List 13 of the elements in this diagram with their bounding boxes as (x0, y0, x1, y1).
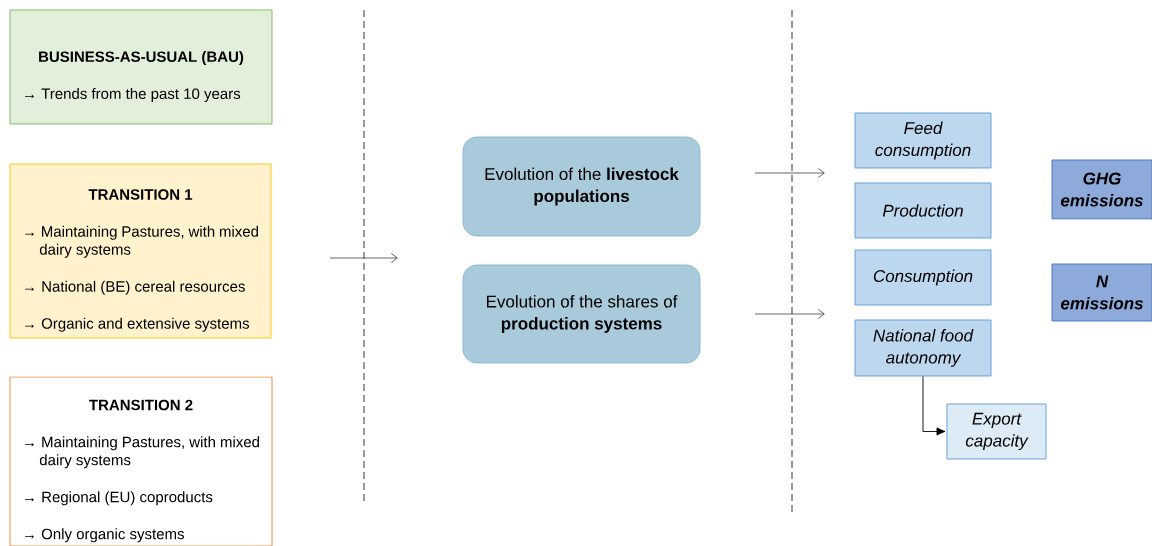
scenario-box: BUSINESS-AS-USUAL (BAU) → Trends from the past 10 years (9, 9, 273, 125)
emission-box: GHG emissions (1051, 159, 1152, 220)
indicator-box: Feed consumption (854, 112, 992, 169)
emission-box: N emissions (1051, 263, 1152, 322)
indicator-box: Consumption (854, 249, 992, 306)
process-box: Evolution of the livestock populations (462, 136, 701, 237)
connector-arrow (922, 376, 946, 436)
scenario-box: TRANSITION 2 → Maintaining Pastures, with mixed dairy systems → Regional (EU) coproducts → Only organic systems (9, 376, 273, 546)
indicator-box: National food autonomy (854, 319, 992, 377)
indicator-box: Production (854, 182, 992, 239)
process-box: Evolution of the shares of production systems (462, 264, 701, 364)
scenario-box: TRANSITION 1 → Maintaining Pastures, with mixed dairy systems → National (BE) cereal resources → Organic and extensive systems (9, 163, 272, 339)
indicator-box: Export capacity (946, 403, 1047, 460)
